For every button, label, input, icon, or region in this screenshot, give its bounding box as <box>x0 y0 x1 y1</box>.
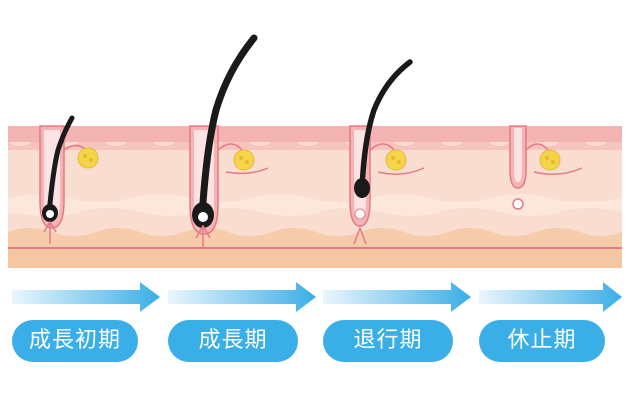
follicle-anagen-early <box>39 115 99 244</box>
sebaceous-gland <box>385 149 407 171</box>
stage-label-early-anagen: 成長初期 <box>12 320 138 362</box>
follicle-catagen <box>349 59 425 245</box>
stage-label-telogen: 休止期 <box>479 320 605 362</box>
epidermis-layer <box>8 126 622 142</box>
sebaceous-gland <box>233 149 255 171</box>
follicle-telogen <box>509 125 583 210</box>
arrector-muscle <box>525 143 549 151</box>
arrector-muscle <box>369 143 395 151</box>
epidermis-edge <box>8 138 622 150</box>
subcutis-layer <box>8 250 622 268</box>
sebaceous-gland <box>77 147 99 169</box>
arrow-4 <box>479 282 622 312</box>
dermal-papilla <box>354 208 366 220</box>
stage-arrows <box>12 282 622 312</box>
hair-shaft <box>198 34 258 222</box>
arrow-2 <box>168 282 316 312</box>
dermis-wave <box>8 194 622 216</box>
blood-vessel <box>195 224 211 248</box>
dermal-papilla <box>198 212 208 222</box>
dermal-papilla <box>512 198 524 210</box>
arrector-muscle <box>217 143 243 151</box>
arrow-3 <box>323 282 471 312</box>
stage-label-catagen: 退行期 <box>323 320 453 362</box>
dermal-papilla <box>46 210 54 218</box>
blood-vessel <box>353 225 367 245</box>
stage-label-anagen: 成長期 <box>168 320 298 362</box>
sebaceous-gland <box>539 149 561 171</box>
arrow-1 <box>12 282 160 312</box>
follicle-anagen <box>189 34 269 248</box>
hair-bulb <box>354 178 370 198</box>
hair-shaft <box>359 59 413 193</box>
blood-vessel <box>43 220 57 244</box>
hair-shaft <box>46 115 75 217</box>
